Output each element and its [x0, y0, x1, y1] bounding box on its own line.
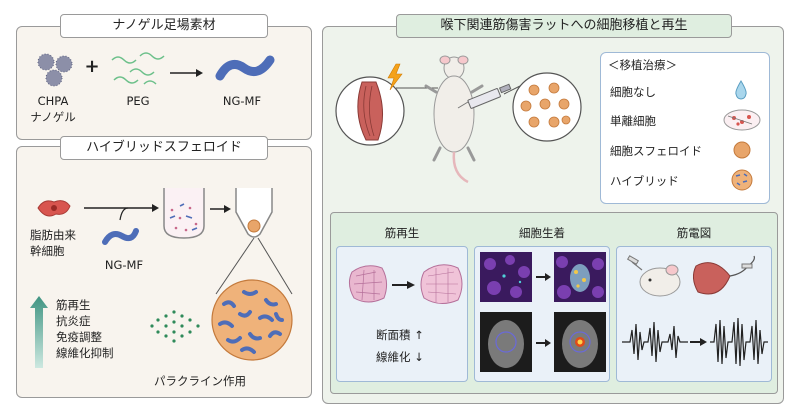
peg-label: PEG	[126, 94, 150, 108]
legend-item-dispersed-cells: 単離細胞	[610, 114, 656, 128]
hybrid-spheroid-icon	[731, 169, 753, 191]
fluorescence-before-image	[480, 252, 532, 302]
lightning-icon	[387, 63, 403, 91]
hybrid-spheroid-panel-title: ハイブリッドスフェロイド	[60, 136, 268, 160]
legend-title: ＜移植治療＞	[608, 58, 677, 72]
spheroid-well-icon	[235, 188, 273, 238]
legend-item-hybrid: ハイブリッド	[610, 174, 679, 188]
nanogel-label: ナノゲル	[30, 110, 76, 124]
nanogel-panel	[16, 26, 312, 140]
injured-muscle-icon	[335, 76, 405, 146]
legend-item-no-cells: 細胞なし	[610, 85, 656, 99]
muscle-before-icon	[348, 265, 388, 303]
stem-cell-label-1: 脂肪由来	[30, 228, 76, 242]
peg-strands-icon	[111, 52, 165, 85]
ivis-before-image	[480, 312, 532, 372]
syringe-icon	[457, 83, 512, 109]
arrow-to-well-icon	[210, 205, 231, 213]
spheroid-icon	[733, 141, 751, 159]
effect-muscle-regeneration: 筋再生	[56, 298, 91, 312]
chpa-nanogel-icon	[37, 53, 73, 87]
fibrosis-down-label: 線維化 ↓	[376, 350, 424, 364]
result-cell-engraftment-title: 細胞生着	[519, 226, 565, 240]
injected-spheroids-icon	[512, 72, 582, 142]
emg-signal-icon	[622, 317, 768, 367]
mixing-well-icon	[163, 188, 205, 239]
cross-section-up-label: 断面積 ↑	[376, 328, 424, 342]
ng-mf-label: NG-MF	[222, 94, 262, 108]
stem-cell-label-2: 幹細胞	[30, 244, 65, 258]
effect-up-arrow-icon	[30, 296, 48, 368]
ivis-after-image	[554, 312, 606, 372]
nanogel-panel-title: ナノゲル足場素材	[60, 14, 268, 38]
plus-sign: +	[84, 56, 100, 77]
engraftment-arrow-icon-2	[536, 339, 551, 347]
rat-icon	[424, 55, 484, 184]
result-emg-title: 筋電図	[676, 226, 712, 240]
zoom-lines	[215, 237, 293, 295]
arrow-icon	[170, 69, 203, 77]
effect-anti-inflammatory: 抗炎症	[56, 314, 91, 328]
rat-head-icon	[626, 255, 681, 297]
legend-item-cell-spheroid: 細胞スフェロイド	[610, 144, 702, 158]
fluorescence-after-image	[554, 252, 606, 302]
ng-mf-icon	[215, 55, 275, 81]
stem-cell-icon	[37, 200, 71, 217]
muscle-arrow-icon	[392, 281, 415, 289]
zoom-line-cells	[503, 85, 521, 95]
engraftment-arrow-icon-1	[536, 273, 551, 281]
ng-mf-small-icon	[102, 228, 139, 245]
emg-muscle-icon	[692, 255, 755, 295]
result-muscle-regeneration-title: 筋再生	[384, 226, 420, 240]
mixing-arrow-icon	[84, 204, 159, 221]
droplet-icon	[735, 80, 747, 100]
ng-mf-small-label: NG-MF	[104, 258, 144, 272]
effect-immunomodulation: 免疫調整	[56, 330, 102, 344]
paracrine-label: パラクライン作用	[154, 374, 246, 388]
dispersed-cells-icon	[723, 109, 761, 131]
hybrid-spheroid-large-icon	[211, 279, 293, 361]
transplant-panel-title: 喉下関連筋傷害ラットへの細胞移植と再生	[396, 14, 732, 38]
paracrine-dots-icon	[150, 310, 200, 343]
chpa-label: CHPA	[37, 94, 69, 108]
muscle-after-icon	[420, 264, 463, 304]
effect-anti-fibrosis: 線維化抑制	[56, 346, 114, 360]
